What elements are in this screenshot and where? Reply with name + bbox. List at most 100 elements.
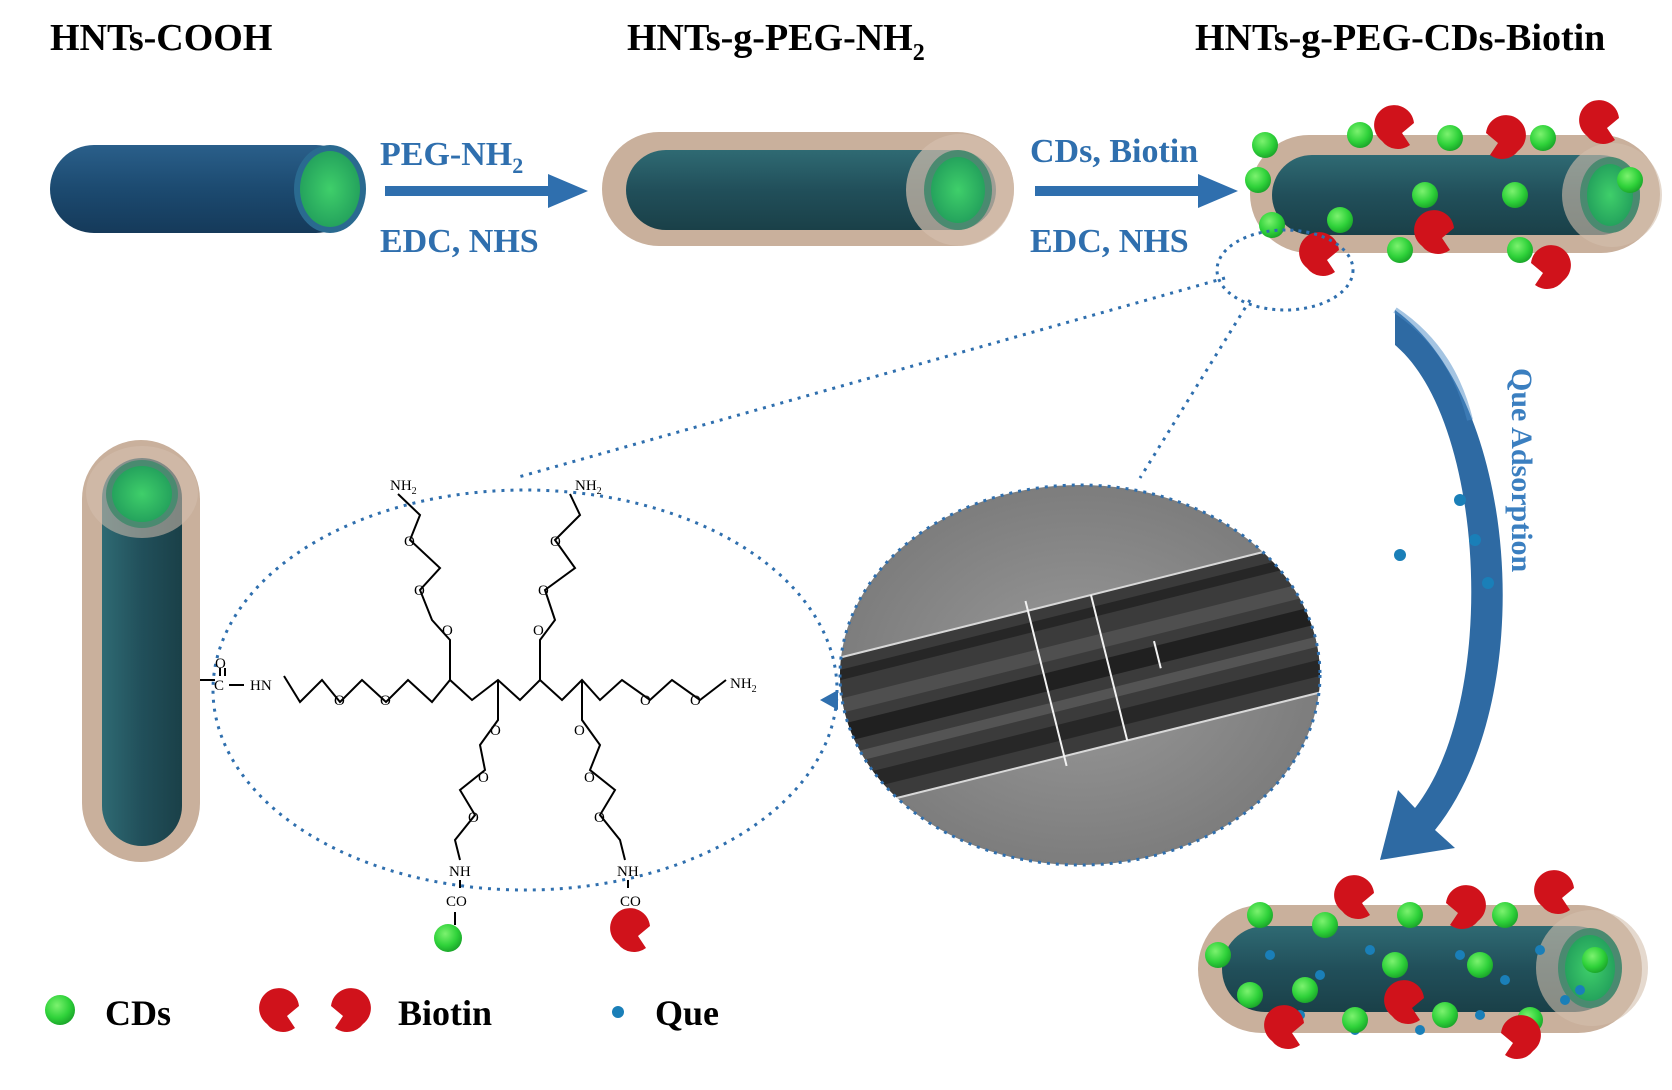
- atom-label-o: O: [690, 693, 701, 709]
- cds-dot: [1312, 912, 1338, 938]
- atom-label-o: O: [442, 623, 453, 639]
- cds-dot: [1292, 977, 1318, 1003]
- que-dot: [1394, 549, 1406, 561]
- que-dot: [1500, 975, 1510, 985]
- cds-dot: [1412, 182, 1438, 208]
- zoom-line-right: [1138, 299, 1252, 479]
- atom-label-hn: HN: [250, 678, 272, 694]
- atom-label-o: O: [414, 583, 425, 599]
- cds-dot: [1432, 1002, 1458, 1028]
- hnt-peg-tube: [602, 132, 1014, 246]
- que-dot: [1560, 995, 1570, 1005]
- reaction1-coupling: EDC, NHS: [380, 223, 539, 260]
- cds-dot: [1342, 1007, 1368, 1033]
- cds-dot: [1252, 132, 1278, 158]
- atom-label-co: CO: [446, 894, 467, 910]
- cds-dot: [1347, 122, 1373, 148]
- tube4-cds-dots: [1205, 902, 1608, 1033]
- que-dot: [1415, 1025, 1425, 1035]
- peg-dendron-structure: [200, 493, 727, 925]
- cds-dot: [1247, 902, 1273, 928]
- que-dot: [1475, 1010, 1485, 1020]
- cds-dot: [1492, 902, 1518, 928]
- dendron-cds-dot: [434, 924, 462, 952]
- reaction2-coupling: EDC, NHS: [1030, 223, 1189, 260]
- cds-dot: [1582, 947, 1608, 973]
- tube3-cds-dots: [1245, 122, 1643, 263]
- atom-label-o: O: [478, 770, 489, 786]
- atom-label-co: CO: [620, 894, 641, 910]
- reaction-arrow-1: PEG-NH2 EDC, NHS: [380, 136, 588, 260]
- cds-dot: [1507, 237, 1533, 263]
- zoom-line-left: [514, 276, 1226, 480]
- atom-label-o: O: [550, 534, 561, 550]
- que-dot: [1469, 534, 1481, 546]
- atom-label-o: O: [584, 770, 595, 786]
- cds-dot: [1437, 125, 1463, 151]
- atom-label-nh2: NH2: [575, 478, 602, 497]
- legend-cds-label: CDs: [105, 993, 171, 1033]
- tube3-biotin-marks: [1299, 100, 1619, 289]
- que-dot: [1265, 950, 1275, 960]
- tube4-biotin-marks: [1264, 870, 1574, 1059]
- legend-cds-swatch: [45, 995, 75, 1025]
- cds-dot: [1530, 125, 1556, 151]
- tem-micrograph: [838, 483, 1322, 867]
- stage1-title: HNTs-COOH: [50, 17, 272, 59]
- zoom-circle: [1215, 228, 1355, 312]
- cds-dot: [1327, 207, 1353, 233]
- biotin-mark: [1299, 232, 1339, 276]
- reaction1-reagent: PEG-NH2: [380, 136, 523, 178]
- atom-label-o: O: [468, 810, 479, 826]
- cds-dot: [1382, 952, 1408, 978]
- atom-label-o: O: [380, 693, 391, 709]
- legend-biotin-label: Biotin: [398, 993, 492, 1033]
- stage2-title: HNTs-g-PEG-NH2: [627, 17, 925, 66]
- cds-dot: [1237, 982, 1263, 1008]
- biotin-mark: [1579, 100, 1619, 144]
- atom-label-nh2: NH2: [390, 478, 417, 497]
- reaction2-reagents: CDs, Biotin: [1030, 133, 1198, 170]
- que-dot: [1454, 494, 1466, 506]
- atom-label-nh: NH: [617, 864, 639, 880]
- atom-label-o: O: [640, 693, 651, 709]
- que-adsorption-label: Que Adsorption: [1505, 368, 1538, 573]
- que-dot: [1482, 577, 1494, 589]
- biotin-mark: [1374, 105, 1414, 149]
- cds-dot: [1467, 952, 1493, 978]
- que-dot: [1575, 985, 1585, 995]
- stage3-title: HNTs-g-PEG-CDs-Biotin: [1195, 17, 1605, 59]
- cds-dot: [1617, 167, 1643, 193]
- atom-label-o: O: [538, 583, 549, 599]
- que-dot: [1365, 945, 1375, 955]
- atom-label-o: O: [215, 656, 226, 672]
- biotin-mark: [1486, 115, 1526, 159]
- atom-label-c: C: [214, 678, 224, 694]
- peg-dendron-atoms: O C HN O O O O NH2 O O O NH2 O O O NH2 O…: [214, 478, 757, 910]
- reaction-arrow-2: CDs, Biotin EDC, NHS: [1030, 133, 1238, 260]
- biotin-mark: [1414, 210, 1454, 254]
- atom-label-nh: NH: [449, 864, 471, 880]
- atom-label-o: O: [404, 534, 415, 550]
- que-dot: [1535, 945, 1545, 955]
- biotin-mark: [1501, 1015, 1541, 1059]
- hnt-cooh-tube: [50, 145, 366, 233]
- biotin-mark: [1446, 885, 1486, 929]
- vertical-peg-tube: [82, 440, 200, 862]
- structure-zoom-ellipse: [211, 488, 839, 892]
- que-adsorption-arrow: [1380, 307, 1503, 860]
- atom-label-nh2: NH2: [730, 676, 757, 695]
- cds-dot: [1397, 902, 1423, 928]
- que-dot: [1455, 950, 1465, 960]
- cds-dot: [1502, 182, 1528, 208]
- atom-label-o: O: [594, 810, 605, 826]
- cds-dot: [1245, 167, 1271, 193]
- legend: CDs Biotin Que: [45, 988, 719, 1033]
- atom-label-o: O: [574, 723, 585, 739]
- atom-label-o: O: [490, 723, 501, 739]
- legend-que-label: Que: [655, 993, 719, 1033]
- dendron-biotin-mark: [610, 908, 650, 952]
- legend-biotin-swatch-2: [331, 988, 371, 1032]
- cds-dot: [1387, 237, 1413, 263]
